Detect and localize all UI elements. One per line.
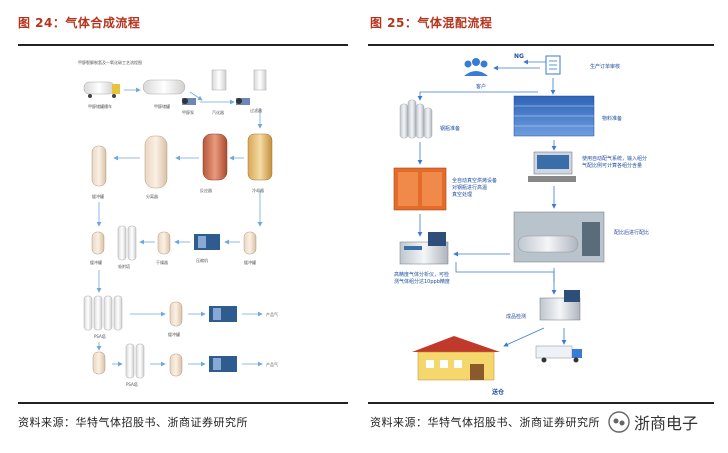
vertical-tank: [211, 69, 227, 91]
label-tower-2: PSA塔: [126, 381, 138, 387]
label-mixing: 配比后进行配比: [614, 229, 649, 236]
buffer-tank-6: [169, 353, 183, 377]
label-cylinder-prep: 钢瓶准备: [440, 125, 460, 132]
label-buffer-4: 缓冲罐: [168, 331, 180, 337]
source-rule: [368, 402, 714, 404]
order-document-icon: [545, 55, 561, 75]
compressor-unit-2: [209, 306, 237, 322]
pump-2: [236, 98, 250, 105]
label-cooler: 冷却器: [252, 187, 264, 193]
vacuum-oven: [393, 167, 447, 211]
label-buffer-1: 缓冲罐: [92, 193, 104, 199]
label-ng: NG: [514, 53, 524, 60]
title-rule: [18, 44, 348, 46]
buffer-tank-3: [243, 231, 257, 255]
watermark: 浙商电子: [608, 404, 728, 440]
buffer-tank-4: [169, 301, 183, 327]
customer-icon: [464, 58, 488, 76]
figure-25-panel: 图 25：气体混配流程 NG 客户 生产订单审核: [364, 0, 728, 453]
label-pump: 甲醇泵: [182, 109, 194, 115]
filter-unit: [253, 69, 267, 91]
buffer-tank-5: [92, 351, 106, 375]
gas-analyzer: [399, 232, 449, 265]
reactor-vessel: [202, 133, 228, 181]
label-reactor: 反应器: [200, 187, 212, 193]
buffer-tank-2: [91, 231, 105, 255]
label-material-prep: 物料准备: [602, 115, 622, 122]
separator-tower: [144, 135, 168, 189]
label-buffer-3: 缓冲罐: [244, 259, 256, 265]
label-adsorb: 吸附塔: [118, 263, 130, 269]
figure-25-source: 资料来源：华特气体招股书、浙商证券研究所: [370, 416, 600, 429]
storage-tank: [142, 79, 186, 95]
figure-24-title: 图 24：气体合成流程: [18, 16, 141, 30]
label-oven: 全自动真空烘烤设备 对钢瓶进行高温 真空处理: [452, 177, 499, 198]
figure-24-panel: 图 24：气体合成流程 甲醇裂解制氢及一氧化碳工艺流程图: [0, 0, 352, 453]
wechat-icon: [608, 411, 630, 433]
tanker-truck: [83, 81, 120, 98]
delivery-truck: [535, 345, 582, 363]
label-compressor: 压缩机: [196, 257, 208, 263]
label-top-note: 甲醇裂解制氢及一氧化碳工艺流程图: [78, 59, 142, 65]
material-rack: [513, 95, 595, 137]
label-tank: 甲醇储罐: [154, 103, 170, 109]
gas-mixing-diagram: NG 客户 生产订单审核 钢瓶准备: [393, 53, 649, 396]
inspection-instrument: [539, 290, 581, 321]
label-product-2: 产品气: [266, 361, 278, 367]
title-rule: [368, 44, 714, 46]
label-order: 生产订单审核: [590, 63, 620, 70]
heat-exchanger: [247, 133, 273, 181]
label-analysis: 高精度气体分析仪，可检 测气体组分达10ppb精度: [394, 271, 451, 285]
warehouse-building: [412, 336, 500, 381]
label-delivery: 送仓: [491, 388, 505, 396]
dryer-unit: [157, 231, 171, 255]
watermark-text: 浙商电子: [634, 414, 699, 433]
label-dryer: 干燥器: [156, 259, 168, 265]
label-separator: 分离器: [146, 193, 158, 199]
label-control: 使用自动配气系统，输入组分 气配比例可计算各组分含量: [582, 155, 649, 169]
gas-synthesis-diagram: 甲醇裂解制氢及一氧化碳工艺流程图 甲醇储罐槽车 甲醇储罐 甲醇泵 汽化器: [78, 59, 278, 387]
label-tower-1: PSA塔: [94, 333, 106, 339]
source-rule: [18, 402, 348, 404]
buffer-tank-1: [91, 145, 107, 187]
label-product-1: 产品气: [266, 311, 278, 317]
psa-towers-2: [125, 343, 145, 379]
label-customer: 客户: [476, 83, 486, 90]
label-vaporizer: 汽化器: [212, 109, 224, 115]
label-filter: 过滤器: [250, 107, 262, 113]
figure-24-source: 资料来源：华特气体招股书、浙商证券研究所: [18, 416, 248, 429]
label-inspection: 成品检测: [506, 313, 526, 320]
compressor-unit-3: [209, 356, 237, 372]
psa-towers-1: [83, 295, 123, 331]
pump: [182, 98, 196, 105]
mixing-room-photo: [513, 211, 605, 263]
adsorption-towers: [117, 225, 137, 261]
label-buffer-2: 缓冲罐: [90, 259, 102, 265]
control-computer: [528, 151, 576, 182]
compressor-unit: [194, 234, 220, 250]
label-tanker: 甲醇储罐槽车: [88, 103, 112, 109]
figure-25-title: 图 25：气体混配流程: [370, 16, 493, 30]
cylinder-bundle: [399, 99, 433, 139]
